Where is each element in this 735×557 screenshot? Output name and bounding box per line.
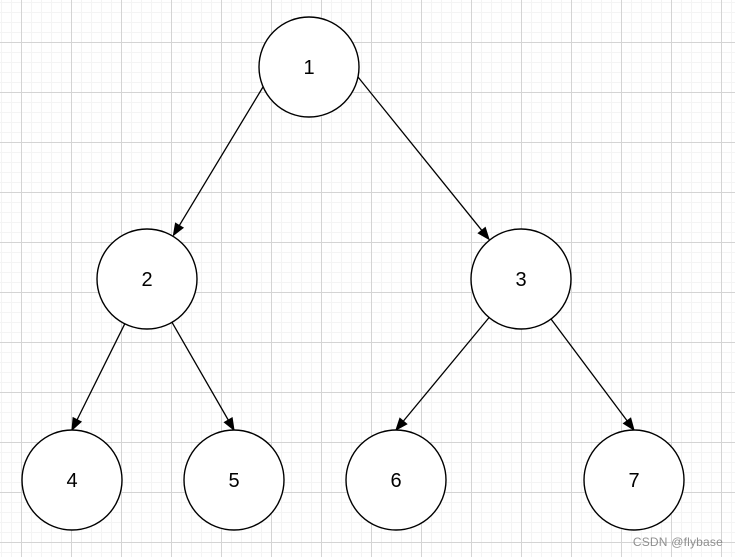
tree-node-6: 6 bbox=[345, 429, 447, 531]
tree-node-5: 5 bbox=[183, 429, 285, 531]
edges-layer bbox=[71, 76, 635, 432]
edge-3-6 bbox=[395, 317, 490, 432]
node-label-4: 4 bbox=[66, 470, 77, 492]
nodes-layer: 1 2 3 4 5 6 7 bbox=[21, 16, 685, 531]
edge-1-2 bbox=[172, 86, 264, 237]
tree-node-3: 3 bbox=[470, 228, 572, 330]
node-circle-5 bbox=[183, 429, 285, 531]
node-label-6: 6 bbox=[390, 470, 401, 492]
node-label-1: 1 bbox=[303, 57, 314, 79]
node-circle-7 bbox=[583, 429, 685, 531]
tree-node-7: 7 bbox=[583, 429, 685, 531]
edge-2-4 bbox=[71, 323, 126, 432]
edge-3-7 bbox=[550, 318, 635, 432]
node-label-5: 5 bbox=[228, 470, 239, 492]
edge-1-3 bbox=[357, 76, 490, 241]
tree-node-1: 1 bbox=[258, 16, 360, 118]
node-circle-6 bbox=[345, 429, 447, 531]
node-circle-2 bbox=[96, 228, 198, 330]
node-circle-1 bbox=[258, 16, 360, 118]
tree-node-4: 4 bbox=[21, 429, 123, 531]
node-label-3: 3 bbox=[515, 269, 526, 291]
node-circle-4 bbox=[21, 429, 123, 531]
edge-2-5 bbox=[171, 321, 235, 432]
tree-node-2: 2 bbox=[96, 228, 198, 330]
node-label-7: 7 bbox=[628, 470, 639, 492]
watermark: CSDN @flybase bbox=[632, 535, 723, 549]
node-label-2: 2 bbox=[141, 269, 152, 291]
node-circle-3 bbox=[470, 228, 572, 330]
